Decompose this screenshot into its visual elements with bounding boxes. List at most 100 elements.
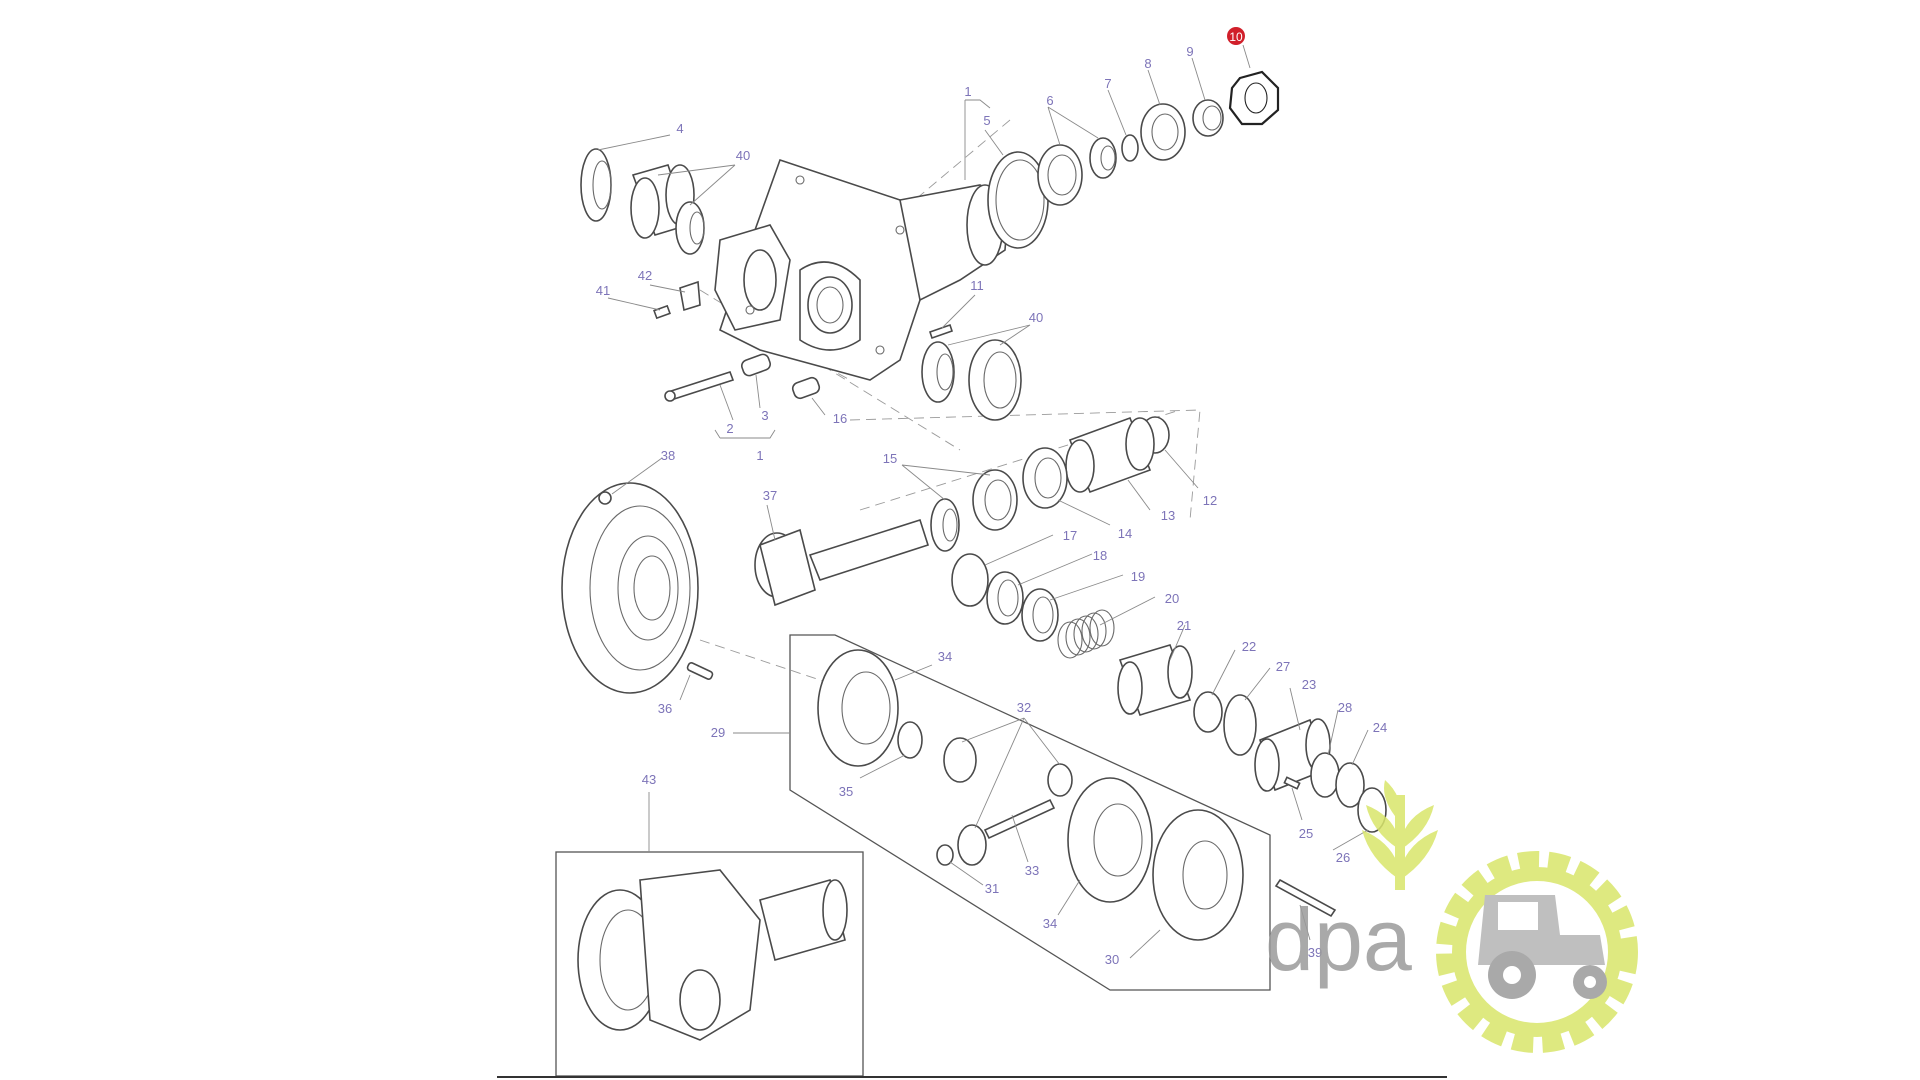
callout-16: 16 xyxy=(833,411,847,426)
crown-wheel xyxy=(561,482,699,694)
callout-10-highlight xyxy=(1227,27,1245,45)
callout-4: 4 xyxy=(676,121,683,136)
differential-housing xyxy=(714,158,1007,381)
callout-14: 14 xyxy=(1118,526,1132,541)
ring-28 xyxy=(1310,752,1340,798)
callout-2: 2 xyxy=(726,421,733,436)
callout-22: 22 xyxy=(1242,639,1256,654)
bearing-cup-14 xyxy=(1022,447,1068,509)
tractor-icon xyxy=(1478,895,1607,999)
watermark-text: dpa xyxy=(1265,890,1412,989)
bushing-9 xyxy=(1192,99,1224,137)
nut-10 xyxy=(1228,70,1280,126)
callout-3: 3 xyxy=(761,408,768,423)
callout-11: 11 xyxy=(970,278,984,293)
callout-35: 35 xyxy=(839,784,853,799)
callout-27: 27 xyxy=(1276,659,1290,674)
callout-42: 42 xyxy=(638,268,652,283)
callout-34-lower: 34 xyxy=(1043,916,1057,931)
diff-case-half-34-upper xyxy=(817,649,899,767)
sleeve-13 xyxy=(1065,416,1155,494)
bolt-41 xyxy=(653,304,671,320)
callout-32: 32 xyxy=(1017,700,1031,715)
bolt-2 xyxy=(664,371,735,402)
bearing-cone-6 xyxy=(1089,137,1117,179)
callout-25: 25 xyxy=(1299,826,1313,841)
plate-42 xyxy=(679,280,701,312)
cross-shaft-33 xyxy=(983,798,1056,840)
callout-17: 17 xyxy=(1063,528,1077,543)
bearing-cup-40-right xyxy=(968,339,1022,421)
side-gear-32 xyxy=(943,737,1073,866)
gear-icon xyxy=(1436,851,1638,1053)
seal-8 xyxy=(1140,103,1186,161)
callout-5: 5 xyxy=(983,113,990,128)
bearing-cone-15 xyxy=(930,498,960,552)
washer-35 xyxy=(897,721,923,759)
callout-19: 19 xyxy=(1131,569,1145,584)
bearing-cone-40-upper xyxy=(675,201,705,255)
callout-23: 23 xyxy=(1302,677,1316,692)
inset-assembly xyxy=(577,869,848,1041)
snap-ring-27 xyxy=(1223,694,1257,756)
callout-10: 10 xyxy=(1229,30,1243,44)
callout-36: 36 xyxy=(658,701,672,716)
dpa-watermark: dpa xyxy=(1265,780,1638,1053)
bearing-cup-6 xyxy=(1037,144,1083,206)
pin-39 xyxy=(1274,878,1337,918)
diff-case-half-30 xyxy=(1152,809,1244,941)
callout-13: 13 xyxy=(1161,508,1175,523)
callout-30: 30 xyxy=(1105,952,1119,967)
collar-23 xyxy=(1254,718,1331,792)
callout-28: 28 xyxy=(1338,700,1352,715)
callout-15: 15 xyxy=(883,451,897,466)
callout-31: 31 xyxy=(985,881,999,896)
ring-22 xyxy=(1193,691,1223,733)
screw-38 xyxy=(598,491,612,505)
callout-24: 24 xyxy=(1373,720,1387,735)
dowel-16 xyxy=(791,376,821,400)
callout-41: 41 xyxy=(596,283,610,298)
callout-43: 43 xyxy=(642,772,656,787)
callout-29: 29 xyxy=(711,725,725,740)
bolt-11 xyxy=(928,323,954,340)
ring-gear-4 xyxy=(580,148,612,222)
washer-31 xyxy=(936,844,954,866)
callout-20: 20 xyxy=(1165,591,1179,606)
callout-12: 12 xyxy=(1203,493,1217,508)
callout-40-right: 40 xyxy=(1029,310,1043,325)
callout-26: 26 xyxy=(1336,850,1350,865)
leader-lines xyxy=(597,44,1369,959)
bearing-cone-40-right xyxy=(921,341,955,403)
pin-36 xyxy=(686,662,714,680)
callout-1-mid: 1 xyxy=(756,448,763,463)
diff-case-half-34-lower xyxy=(1067,777,1153,903)
disc-18 xyxy=(986,571,1024,625)
callout-33: 33 xyxy=(1025,863,1039,878)
callout-6: 6 xyxy=(1046,93,1053,108)
callout-38: 38 xyxy=(661,448,675,463)
callout-18: 18 xyxy=(1093,548,1107,563)
callout-1-top: 1 xyxy=(964,84,971,99)
dowel-3 xyxy=(740,353,772,377)
callout-40-top: 40 xyxy=(736,148,750,163)
disc-19 xyxy=(1021,588,1059,642)
callout-labels: 10 9 8 7 6 5 1 4 40 42 41 11 40 2 3 16 1… xyxy=(596,27,1387,967)
callout-8: 8 xyxy=(1144,56,1151,71)
wheat-icon xyxy=(1362,780,1438,890)
bearing-cup-15 xyxy=(972,469,1018,531)
callout-9: 9 xyxy=(1186,44,1193,59)
pinion-shaft-37 xyxy=(754,518,930,607)
shim-17 xyxy=(951,553,989,607)
pin-25 xyxy=(1283,776,1301,790)
ring-24 xyxy=(1335,762,1365,808)
callout-21: 21 xyxy=(1177,618,1191,633)
callout-37: 37 xyxy=(763,488,777,503)
diff-case-frame xyxy=(789,634,1271,991)
spacer-7 xyxy=(1121,134,1139,162)
callout-34-upper: 34 xyxy=(938,649,952,664)
coupling-21 xyxy=(1117,644,1193,716)
callout-7: 7 xyxy=(1104,76,1111,91)
spring-20 xyxy=(1057,609,1115,659)
